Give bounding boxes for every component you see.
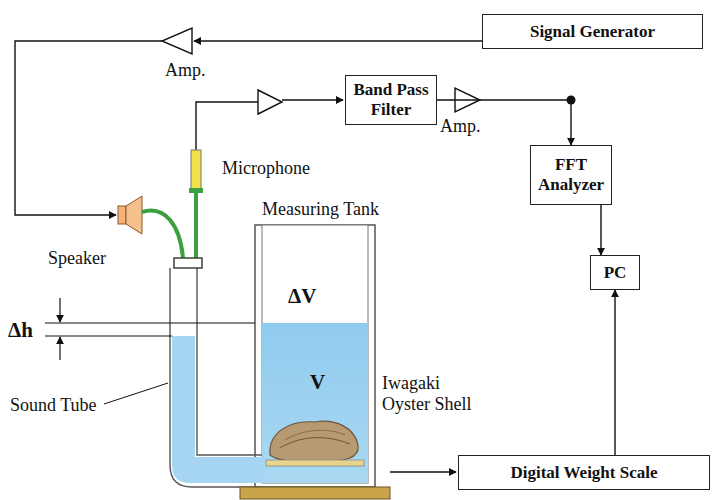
amplifier-symbol [258, 90, 282, 114]
amplifier-symbol [162, 28, 192, 54]
level-line [45, 336, 172, 337]
sound-tube [197, 268, 262, 455]
box-label: FFT Analyzer [536, 155, 606, 194]
signal-wire [194, 40, 482, 41]
instrument-box: FFT Analyzer [530, 145, 612, 205]
signal-connector [437, 100, 571, 145]
tank-wall [262, 225, 368, 483]
signal-connector [614, 290, 615, 455]
box-label: Band Pass Filter [351, 80, 431, 119]
sound-tube [170, 268, 262, 487]
instrument-box: Digital Weight Scale [458, 455, 710, 490]
speaker-tube [142, 211, 183, 258]
signal-connector [600, 205, 601, 255]
microphone-symbol [191, 150, 201, 190]
oyster-shell [280, 438, 350, 448]
leader-line [104, 383, 168, 404]
instrument-box: Signal Generator [482, 14, 703, 49]
speaker-symbol [126, 196, 142, 234]
part-label: Measuring Tank [262, 199, 379, 220]
microphone-tube [194, 193, 198, 261]
weight-signal-wire [390, 471, 456, 472]
part-label: Iwagaki Oyster Shell [382, 373, 482, 414]
part-label: Microphone [222, 158, 310, 179]
box-label: Signal Generator [530, 22, 655, 42]
part-label: Speaker [48, 248, 106, 269]
microphone-symbol [189, 188, 203, 193]
dimension-arrow [59, 337, 60, 360]
water [172, 336, 263, 483]
oyster-shell [270, 421, 358, 461]
instrument-box: Band Pass Filter [345, 75, 437, 125]
tube-cap [174, 258, 202, 268]
oyster-shell [285, 430, 345, 440]
tank-wall [255, 225, 375, 487]
speaker-wire [15, 41, 162, 215]
water [262, 323, 368, 483]
level-line [45, 323, 255, 324]
part-label: Amp. [165, 60, 206, 81]
part-label: Amp. [440, 116, 481, 137]
part-label: Δh [8, 318, 33, 342]
box-label: PC [604, 263, 627, 283]
instrument-box: PC [590, 255, 640, 290]
microphone-wire [196, 102, 258, 150]
signal-wire [282, 99, 343, 100]
shell-plate [266, 460, 364, 466]
part-label: ΔV [288, 284, 316, 308]
box-label: Digital Weight Scale [510, 463, 657, 483]
speaker-symbol [118, 206, 126, 224]
part-label: V [310, 370, 325, 394]
part-label: Sound Tube [10, 395, 97, 416]
scale-base [240, 487, 390, 499]
dimension-arrow [59, 298, 60, 322]
